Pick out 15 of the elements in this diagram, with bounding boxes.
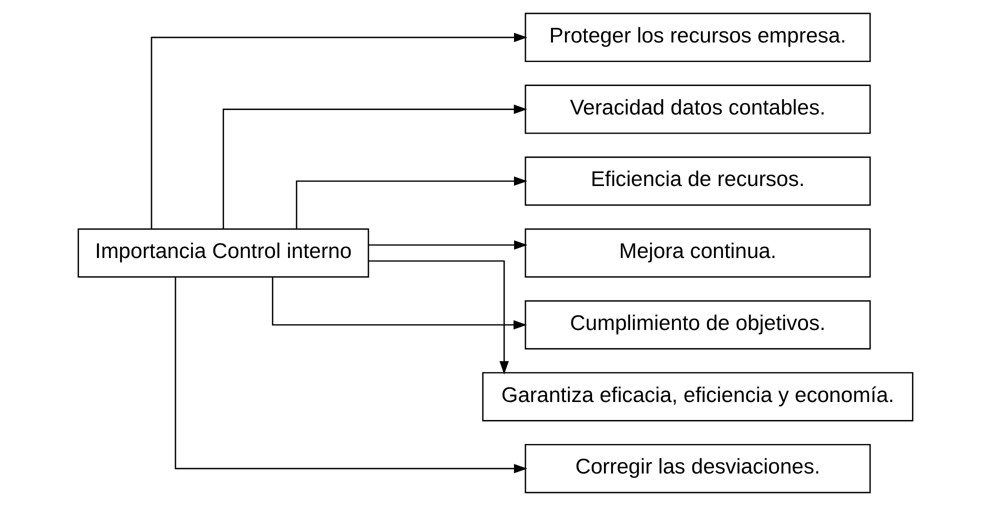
node-box: Cumplimiento de objetivos.: [524, 300, 870, 350]
node-box: Corregir las desviaciones.: [524, 444, 870, 494]
arrow: [368, 240, 527, 250]
node-box: Veracidad datos contables.: [524, 84, 870, 134]
node-box: Proteger los recursos empresa.: [524, 12, 870, 62]
node-box: Eficiencia de recursos.: [524, 156, 870, 206]
node-box: Garantiza eficacia, eficiencia y economía.: [482, 372, 913, 422]
node-box: Importancia Control interno: [77, 228, 369, 278]
arrow: [295, 176, 527, 229]
arrow: [174, 277, 527, 474]
arrow: [368, 260, 508, 374]
arrow: [271, 277, 526, 330]
arrow: [222, 104, 527, 229]
node-box: Mejora continua.: [524, 228, 870, 278]
arrow: [150, 32, 527, 229]
